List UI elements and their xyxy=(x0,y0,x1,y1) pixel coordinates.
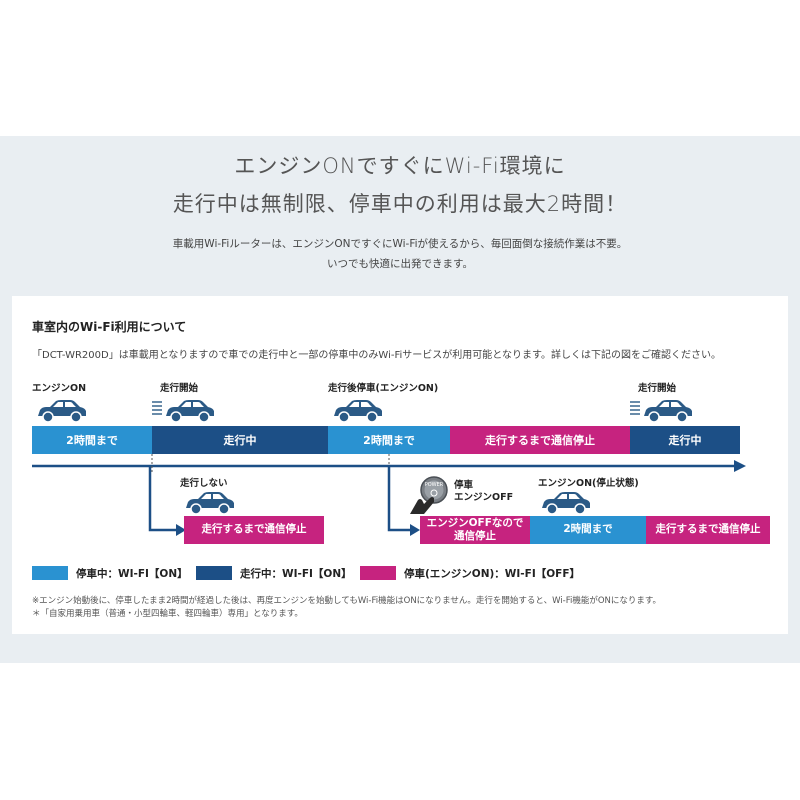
note-2: ＊「自家用乗用車（普通・小型四輪車、軽四輪車）専用」となります。 xyxy=(32,609,303,619)
stopped-car-icon xyxy=(334,400,382,423)
legend-swatch-driving-on xyxy=(196,566,232,580)
branch-segment-two-hours: 2時間まで xyxy=(530,516,646,544)
panel-title: 車室内のWi-Fi利用について xyxy=(32,320,187,334)
stop-engine-off-label: 停車 エンジンOFF xyxy=(454,480,513,504)
engine-on-stopped-label: エンジンON(停止状態) xyxy=(538,478,639,489)
engine-off-text-1: エンジンOFFなので xyxy=(426,516,524,529)
phase-label-start-driving-again: 走行開始 xyxy=(638,383,677,394)
headline-line-2: 走行中は無制限、停車中の利用は最大2時間！ xyxy=(172,192,628,216)
panel-description: 「DCT-WR200D」は車載用となりますので車での走行中と一部の停車中のみWi… xyxy=(32,350,721,361)
engine-off-label: エンジンOFF xyxy=(454,491,514,503)
parked-car-icon xyxy=(38,400,86,423)
branch-segment-stop-until-driving: 走行するまで通信停止 xyxy=(184,516,324,544)
phase-label-engine-on: エンジンON xyxy=(32,383,87,394)
branch-segment-engine-off: エンジンOFFなので 通信停止 xyxy=(420,516,530,544)
stop-label: 停車 xyxy=(454,480,474,491)
power-button-icon: POWER xyxy=(410,476,448,514)
segment-driving-2: 走行中 xyxy=(630,426,740,454)
engine-on-car-icon xyxy=(542,492,590,515)
segment-stopped-two-hours: 2時間まで xyxy=(32,426,152,454)
intro-line-1: 車載用Wi-Fiルーターは、エンジンONですぐにWi-Fiが使えるから、毎回面倒… xyxy=(172,238,628,250)
legend-swatch-stopped-on xyxy=(32,566,68,580)
branch-label-no-driving: 走行しない xyxy=(180,478,228,489)
engine-off-text-2: 通信停止 xyxy=(454,530,496,542)
idle-car-icon xyxy=(186,492,234,515)
phase-label-start-driving: 走行開始 xyxy=(160,383,199,394)
legend-label-driving-on: 走行中：WI-FI【ON】 xyxy=(240,568,352,580)
legend-label-stopped-on: 停車中：WI-FI【ON】 xyxy=(76,568,188,580)
legend-label-stopped-off: 停車(エンジンON)：WI-FI【OFF】 xyxy=(404,568,581,580)
branch-segment-stop-until-driving-2: 走行するまで通信停止 xyxy=(646,516,770,544)
legend-swatch-stopped-off xyxy=(360,566,396,580)
intro-line-2: いつでも快適に出発できます。 xyxy=(327,258,473,270)
segment-stopped-until-driving: 走行するまで通信停止 xyxy=(450,426,630,454)
power-button-label: POWER xyxy=(425,482,444,488)
headline-line-1: エンジンONですぐにWi-Fi環境に xyxy=(234,154,566,178)
moving-car-icon xyxy=(152,400,214,423)
moving-car-icon-2 xyxy=(630,400,692,423)
note-1: ※エンジン始動後に、停車したまま2時間が経過した後は、再度エンジンを始動してもW… xyxy=(32,596,662,606)
phase-label-stop-after-driving: 走行後停車(エンジンON) xyxy=(328,383,439,394)
segment-stopped-two-hours-2: 2時間まで xyxy=(328,426,450,454)
segment-driving: 走行中 xyxy=(152,426,328,454)
